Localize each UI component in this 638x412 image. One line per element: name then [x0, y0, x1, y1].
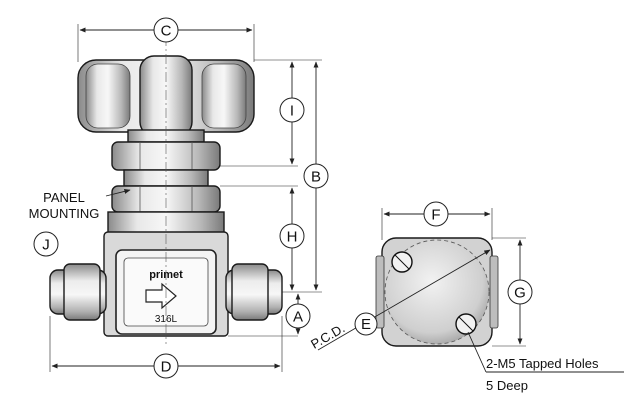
- pcd-label: P.C.D.: [308, 320, 347, 351]
- bottom-view: [375, 237, 499, 347]
- right-fitting: [225, 263, 283, 321]
- dim-label-a: A: [293, 309, 303, 326]
- dim-label-c: C: [161, 23, 172, 40]
- dim-label-h: H: [287, 229, 298, 246]
- flow-arrow-icon: [145, 282, 177, 310]
- dim-label-f: F: [431, 207, 440, 224]
- dim-label-g: G: [514, 285, 526, 302]
- side-view: primet 316L: [49, 18, 283, 344]
- dim-label-j: J: [42, 237, 50, 254]
- left-fitting: [49, 263, 107, 321]
- dim-label-b: B: [311, 169, 321, 186]
- panel-mounting-line2: MOUNTING: [29, 206, 100, 221]
- tapped-holes-line1: 2-M5 Tapped Holes: [486, 356, 599, 371]
- tapped-holes-line2: 5 Deep: [486, 378, 528, 393]
- panel-mounting-line1: PANEL: [43, 190, 85, 205]
- side-dimensions: C D I B H A PANEL MOUNTING: [29, 17, 329, 379]
- dim-label-i: I: [290, 103, 294, 120]
- dim-label-d: D: [161, 359, 172, 376]
- dim-label-e: E: [361, 316, 371, 333]
